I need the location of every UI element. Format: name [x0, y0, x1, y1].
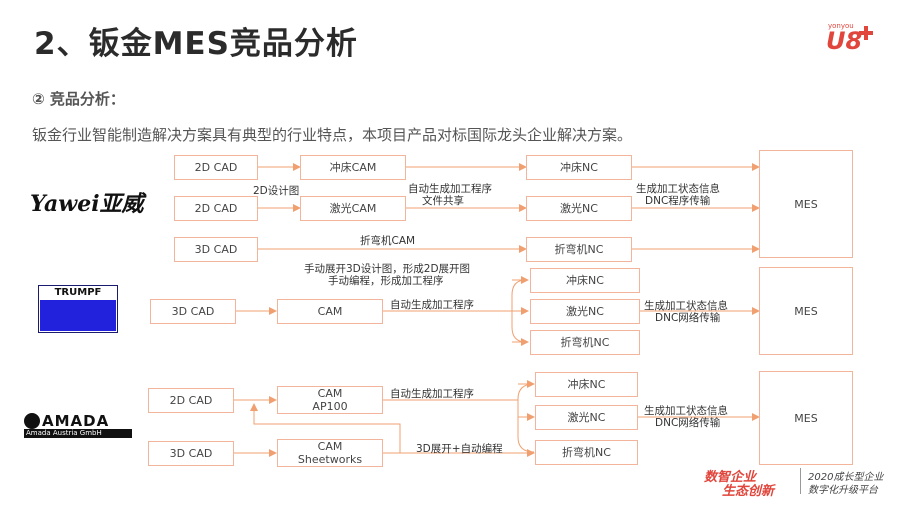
amada-nc2-box: 激光NC [535, 405, 638, 430]
amada-logo: AMADA Amada Austria GmbH [24, 413, 132, 439]
trumpf-mes-box: MES [759, 267, 853, 355]
yawei-cad1-box: 2D CAD [174, 155, 258, 180]
amada-arrow-3d-loop [250, 403, 401, 453]
yawei-label-manual2: 手动编程，形成加工程序 [328, 275, 444, 287]
trumpf-logo: TRUMPF [38, 285, 118, 333]
section-subtitle: ② 竞品分析： [32, 90, 125, 108]
trumpf-logo-block [40, 300, 116, 331]
logo-u8-text: U8 [826, 27, 863, 55]
trumpf-cad-box: 3D CAD [150, 299, 236, 324]
yawei-logo: Yawei亚威 [30, 191, 144, 217]
footer-divider [800, 468, 801, 494]
amada-cam1-line1: CAM [317, 387, 343, 400]
trumpf-label-auto: 自动生成加工程序 [390, 299, 474, 311]
logo-yonyou-text: yonyou [828, 22, 854, 30]
yawei-label-dnc2: DNC程序传输 [645, 195, 711, 207]
yawei-label-bend: 折弯机CAM [360, 235, 416, 247]
yawei-nc1-box: 冲床NC [526, 155, 632, 180]
amada-cad2-box: 3D CAD [148, 441, 234, 466]
footer-slogan-2: 生态创新 [722, 484, 775, 499]
amada-cam1-line2: AP100 [312, 400, 348, 413]
trumpf-label-dnc1: 生成加工状态信息 [644, 300, 728, 312]
footer-slogan-1: 数智企业 [704, 470, 757, 485]
amada-logo-mark [24, 413, 40, 429]
amada-nc3-box: 折弯机NC [535, 440, 638, 465]
trumpf-logo-text: TRUMPF [39, 286, 117, 299]
yawei-mes-box: MES [759, 150, 853, 258]
yawei-label-auto1: 自动生成加工程序 [408, 183, 492, 195]
trumpf-nc1-box: 冲床NC [530, 268, 640, 293]
yawei-label-auto2: 文件共享 [422, 195, 464, 207]
amada-nc1-box: 冲床NC [535, 372, 638, 397]
trumpf-nc3-box: 折弯机NC [530, 330, 640, 355]
footer-platform-2: 数字化升级平台 [808, 485, 878, 496]
amada-label-dnc1: 生成加工状态信息 [644, 405, 728, 417]
trumpf-label-dnc2: DNC网络传输 [655, 312, 721, 324]
amada-cad1-box: 2D CAD [148, 388, 234, 413]
footer-brand: 数智企业 生态创新 2020成长型企业 数字化升级平台 [700, 466, 890, 499]
footer-platform-1: 2020成长型企业 [808, 472, 884, 483]
amada-label-auto: 自动生成加工程序 [390, 388, 474, 400]
page-title: 2、钣金MES竞品分析 [34, 26, 358, 62]
yawei-label-manual1: 手动展开3D设计图，形成2D展开图 [304, 263, 471, 275]
amada-cam1-box: CAM AP100 [277, 386, 383, 414]
yawei-cad2-box: 2D CAD [174, 196, 258, 221]
u8-logo: yonyou U8 [826, 22, 878, 55]
yawei-cad3-box: 3D CAD [174, 237, 258, 262]
yawei-cam2-box: 激光CAM [300, 196, 406, 221]
amada-branch-bracket [517, 383, 535, 453]
amada-cam2-line2: Sheetworks [297, 453, 363, 466]
trumpf-cam-box: CAM [277, 299, 383, 324]
amada-cam2-box: CAM Sheetworks [277, 439, 383, 467]
amada-mes-box: MES [759, 371, 853, 465]
trumpf-nc2-box: 激光NC [530, 299, 640, 324]
intro-text: 钣金行业智能制造解决方案具有典型的行业特点，本项目产品对标国际龙头企业解决方案。 [32, 126, 633, 144]
yawei-cam1-box: 冲床CAM [300, 155, 406, 180]
yawei-label-2d: 2D设计图 [253, 185, 300, 197]
amada-logo-subtext: Amada Austria GmbH [24, 429, 132, 438]
amada-label-3d: 3D展开+自动编程 [416, 443, 503, 455]
amada-logo-text: AMADA [42, 412, 110, 430]
plus-icon [859, 26, 873, 40]
amada-cam2-line1: CAM [317, 440, 343, 453]
amada-label-dnc2: DNC网络传输 [655, 417, 721, 429]
yawei-label-dnc1: 生成加工状态信息 [636, 183, 720, 195]
yawei-nc3-box: 折弯机NC [526, 237, 632, 262]
yawei-nc2-box: 激光NC [526, 196, 632, 221]
